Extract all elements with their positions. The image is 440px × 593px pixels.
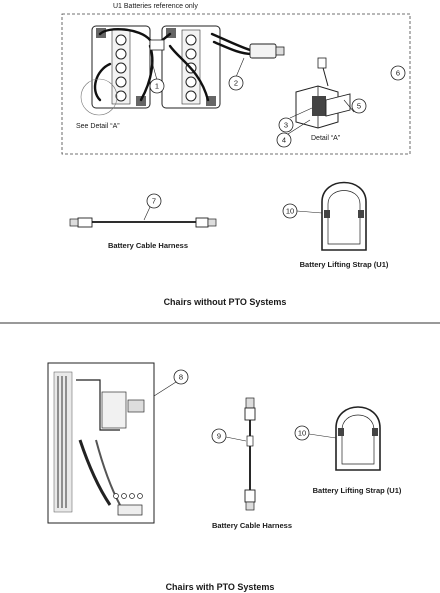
svg-text:3: 3 [284, 121, 288, 130]
lifting-strap-top [321, 181, 367, 251]
section-title-bottom: Chairs with PTO Systems [166, 582, 275, 592]
svg-text:6: 6 [396, 69, 400, 78]
see-detail-circle [80, 78, 118, 116]
svg-text:7: 7 [152, 197, 156, 206]
svg-text:5: 5 [357, 102, 361, 111]
lifting-strap-bottom [335, 406, 381, 471]
callout-8: 8 [153, 369, 189, 397]
cable-harness-caption-top: Battery Cable Harness [108, 241, 188, 250]
battery-box-dashed-outline [61, 13, 411, 155]
lifting-strap-caption-bottom: Battery Lifting Strap (U1) [313, 486, 402, 495]
harness-plug [275, 46, 285, 56]
svg-text:10: 10 [298, 429, 306, 438]
svg-text:4: 4 [282, 136, 286, 145]
callout-2: 2 [228, 57, 245, 91]
svg-text:1: 1 [155, 82, 159, 91]
section-title-top: Chairs without PTO Systems [164, 297, 287, 307]
callout-3: 3 [278, 107, 313, 133]
callout-10-bottom: 10 [294, 425, 337, 441]
callout-4: 4 [276, 119, 311, 148]
left-battery [91, 25, 151, 109]
callout-10-top: 10 [282, 203, 323, 219]
harness-end-connector [249, 43, 277, 59]
battery-cable-harness-top [69, 217, 217, 228]
detail-a-drawing [295, 57, 351, 129]
cable-harness-caption-bottom: Battery Cable Harness [212, 521, 292, 530]
callout-6: 6 [390, 65, 406, 81]
svg-text:8: 8 [179, 373, 183, 382]
pto-module [47, 362, 155, 524]
svg-text:9: 9 [217, 432, 221, 441]
harness-connector-block [149, 39, 165, 51]
callout-1: 1 [149, 61, 165, 94]
svg-text:2: 2 [234, 79, 238, 88]
reference-note: U1 Batteries reference only [113, 3, 198, 10]
detail-a-label: Detail “A” [311, 135, 341, 142]
callout-7: 7 [143, 193, 162, 221]
callout-5: 5 [343, 98, 367, 114]
see-detail-label: See Detail “A” [76, 123, 120, 130]
battery-cable-harness-bottom [244, 397, 256, 511]
callout-9: 9 [211, 428, 247, 444]
lifting-strap-caption-top: Battery Lifting Strap (U1) [300, 260, 389, 269]
svg-text:10: 10 [286, 207, 294, 216]
